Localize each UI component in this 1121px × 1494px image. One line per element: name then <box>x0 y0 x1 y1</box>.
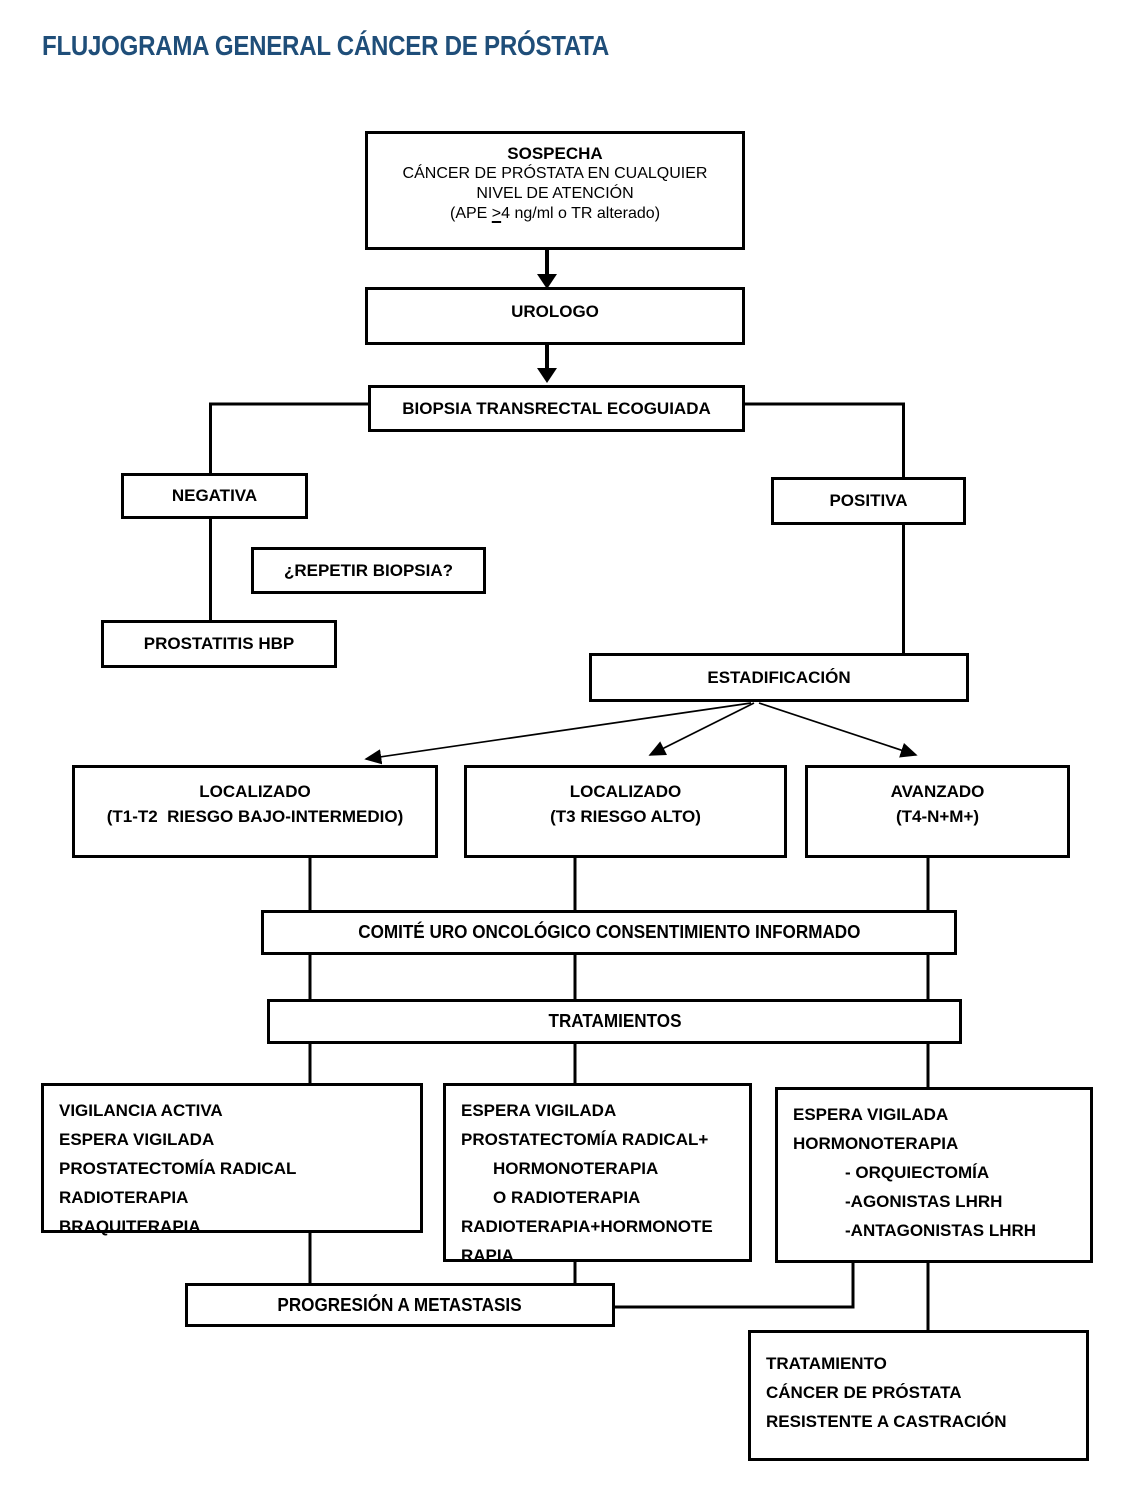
node-tratamiento-cprc: TRATAMIENTO CÁNCER DE PRÓSTATA RESISTENT… <box>748 1330 1089 1461</box>
page-title: FLUJOGRAMA GENERAL CÁNCER DE PRÓSTATA <box>42 30 701 62</box>
node-sospecha-line3: NIVEL DE ATENCIÓN <box>476 185 634 203</box>
treatment-option: RADIOTERAPIA+HORMONOTE <box>461 1217 713 1236</box>
node-urologo-label: UROLOGO <box>511 302 599 322</box>
treatment-option: -ANTAGONISTAS LHRH <box>845 1221 1037 1240</box>
node-estadificacion-label: ESTADIFICACIÓN <box>707 667 851 687</box>
node-negativa-label: NEGATIVA <box>171 486 258 506</box>
greater-equal-symbol: > <box>491 205 502 223</box>
node-localizado-alto-line2: (T3 RIESGO ALTO) <box>550 807 701 826</box>
node-negativa: NEGATIVA <box>121 473 308 519</box>
page-title-text: FLUJOGRAMA GENERAL CÁNCER DE PRÓSTATA <box>42 30 610 61</box>
ape-prefix: (APE <box>449 205 492 223</box>
node-sospecha-line2: CÁNCER DE PRÓSTATA EN CUALQUIER <box>402 165 708 183</box>
node-tratamiento-riesgo-alto: ESPERA VIGILADA PROSTATECTOMÍA RADICAL+ … <box>443 1083 752 1265</box>
node-urologo: UROLOGO <box>365 287 745 345</box>
node-localizado-riesgo-alto: LOCALIZADO (T3 RIESGO ALTO) <box>464 765 787 858</box>
node-tratamiento-localizado: VIGILANCIA ACTIVA ESPERA VIGILADA PROSTA… <box>41 1083 423 1236</box>
node-sospecha-heading: SOSPECHA <box>507 144 603 163</box>
treatment-option: RAPIA <box>461 1246 514 1265</box>
node-avanzado-line2: (T4-N+M+) <box>895 807 980 826</box>
node-positiva: POSITIVA <box>771 477 966 525</box>
treatment-option: ESPERA VIGILADA <box>461 1101 617 1120</box>
arrow-estadificacion-localizado-alto <box>648 702 755 756</box>
cprc-line: RESISTENTE A CASTRACIÓN <box>766 1412 1007 1431</box>
node-progresion-label: PROGRESIÓN A METASTASIS <box>277 1294 523 1315</box>
treatment-option: RADIOTERAPIA <box>59 1188 189 1207</box>
treatment-option: PROSTATECTOMÍA RADICAL <box>59 1159 297 1178</box>
treatment-option: VIGILANCIA ACTIVA <box>59 1101 223 1120</box>
node-repetir-biopsia-label: ¿REPETIR BIOPSIA? <box>283 560 454 580</box>
arrow-estadificacion-localizado-bajo <box>364 702 752 765</box>
treatment-option: O RADIOTERAPIA <box>493 1188 641 1207</box>
treatment-option: ESPERA VIGILADA <box>59 1130 215 1149</box>
treatment-option: HORMONOTERAPIA <box>793 1134 959 1153</box>
node-positiva-label: POSITIVA <box>829 491 908 511</box>
treatment-option: - ORQUIECTOMÍA <box>845 1163 990 1182</box>
treatment-option: PROSTATECTOMÍA RADICAL+ <box>461 1130 709 1149</box>
node-localizado-bajo-line1: LOCALIZADO <box>199 782 311 801</box>
node-prostatitis-hbp-label: PROSTATITIS HBP <box>143 634 295 654</box>
node-sospecha-line4: (APE >4 ng/ml o TR alterado) <box>450 204 660 224</box>
node-avanzado: AVANZADO (T4-N+M+) <box>805 765 1070 858</box>
node-comite-label: COMITÉ URO ONCOLÓGICO CONSENTIMIENTO INF… <box>357 922 861 943</box>
node-prostatitis-hbp: PROSTATITIS HBP <box>101 620 337 668</box>
cprc-line: CÁNCER DE PRÓSTATA <box>766 1383 962 1402</box>
node-repetir-biopsia: ¿REPETIR BIOPSIA? <box>251 547 486 594</box>
node-biopsia: BIOPSIA TRANSRECTAL ECOGUIADA <box>368 385 745 432</box>
arrow-estadificacion-avanzado <box>758 702 918 758</box>
node-avanzado-line1: AVANZADO <box>890 782 985 801</box>
node-progresion-metastasis: PROGRESIÓN A METASTASIS <box>185 1283 615 1327</box>
treatment-option: BRAQUITERAPIA <box>59 1217 201 1236</box>
node-estadificacion: ESTADIFICACIÓN <box>589 653 969 702</box>
node-comite-uro-oncologico: COMITÉ URO ONCOLÓGICO CONSENTIMIENTO INF… <box>261 910 957 955</box>
ape-suffix: 4 ng/ml o TR alterado) <box>501 205 661 223</box>
node-tratamiento-avanzado: ESPERA VIGILADA HORMONOTERAPIA - ORQUIEC… <box>775 1087 1093 1263</box>
node-tratamientos-label: TRATAMIENTOS <box>548 1011 681 1032</box>
treatment-option: ESPERA VIGILADA <box>793 1105 949 1124</box>
treatment-option: HORMONOTERAPIA <box>493 1159 659 1178</box>
arrowhead-sospecha-urologo <box>537 274 557 289</box>
node-biopsia-label: BIOPSIA TRANSRECTAL ECOGUIADA <box>402 398 711 418</box>
node-localizado-bajo-line2: (T1-T2 RIESGO BAJO-INTERMEDIO) <box>106 807 404 826</box>
cprc-line: TRATAMIENTO <box>766 1354 887 1373</box>
node-tratamientos: TRATAMIENTOS <box>267 999 962 1044</box>
node-localizado-alto-line1: LOCALIZADO <box>569 782 682 801</box>
node-localizado-riesgo-bajo-intermedio: LOCALIZADO (T1-T2 RIESGO BAJO-INTERMEDIO… <box>72 765 438 858</box>
node-sospecha: SOSPECHA CÁNCER DE PRÓSTATA EN CUALQUIER… <box>365 131 745 250</box>
arrowhead-urologo-biopsia <box>537 368 557 383</box>
treatment-option: -AGONISTAS LHRH <box>845 1192 1003 1211</box>
